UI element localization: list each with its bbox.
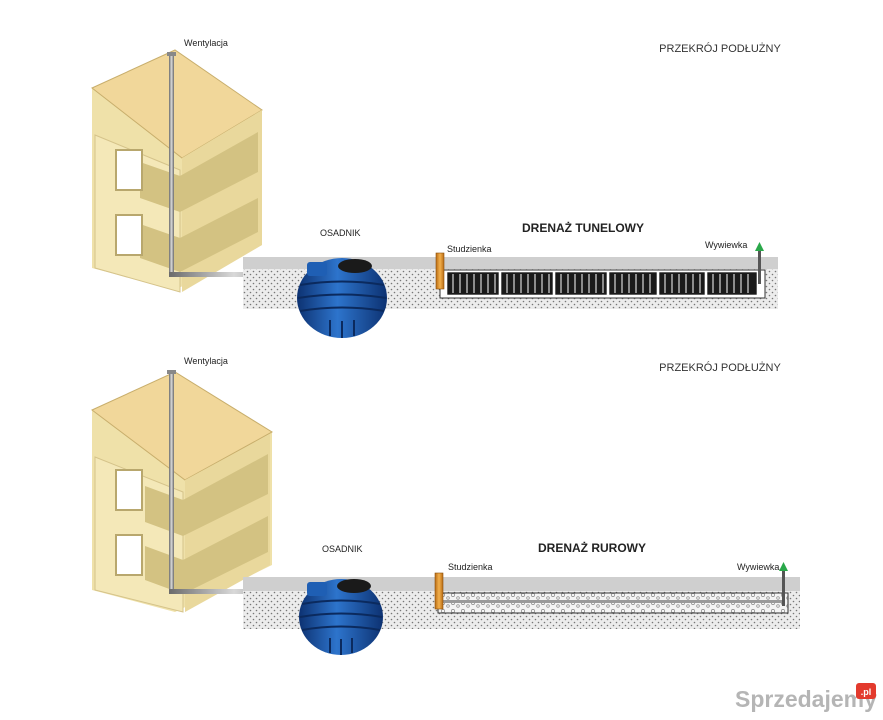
ventilation-pipe (169, 372, 174, 594)
tank-label: OSADNIK (322, 544, 363, 554)
distribution-chamber (434, 572, 444, 610)
chamber-label: Studzienka (447, 244, 492, 254)
section-title: PRZEKRÓJ PODŁUŻNY (659, 361, 781, 374)
ground-cover (243, 577, 800, 591)
house-window-upper (115, 469, 143, 511)
septic-tank (297, 258, 387, 338)
tank-body (297, 258, 387, 338)
watermark-badge-text: .pl (861, 687, 872, 697)
panel-tunnel-drainage: PRZEKRÓJ PODŁUŻNY Wentylacja (91, 38, 781, 338)
tunnel-module (706, 271, 758, 296)
house (91, 49, 263, 293)
tank-inlet-dome (307, 582, 327, 596)
ventilation-pipe (169, 54, 174, 276)
drainage-pipe (443, 600, 783, 603)
tunnel-module (446, 271, 500, 296)
vent-end-pipe (782, 570, 785, 606)
house-window-upper (115, 149, 143, 191)
vent-end-label: Wywiewka (737, 562, 779, 572)
house-lower-floor (145, 516, 268, 594)
tank-lid (338, 259, 372, 273)
drainage-title: DRENAŻ TUNELOWY (522, 220, 644, 235)
ventilation-label: Wentylacja (184, 38, 228, 48)
tank-body (299, 579, 383, 655)
section-title: PRZEKRÓJ PODŁUŻNY (659, 42, 781, 55)
house (91, 371, 273, 613)
watermark-badge (856, 683, 876, 699)
tunnel-module (608, 271, 658, 296)
ventilation-cap (167, 370, 176, 374)
drainage-title: DRENAŻ RUROWY (538, 540, 646, 555)
tank-lid (337, 579, 371, 593)
watermark-text: Sprzedajemy (735, 686, 877, 712)
inlet-pipe (169, 272, 299, 277)
vent-end-arrow-icon (779, 562, 788, 571)
distribution-chamber (435, 252, 445, 290)
house-roof (91, 371, 273, 481)
tank-label: OSADNIK (320, 228, 361, 238)
vent-end-arrow-icon (755, 242, 764, 251)
house-window-lower (115, 534, 143, 576)
ventilation-label: Wentylacja (184, 356, 228, 366)
ground-cover (243, 257, 778, 269)
chamber-label: Studzienka (448, 562, 493, 572)
watermark: Sprzedajemy .pl (735, 683, 877, 712)
tunnel-module (658, 271, 706, 296)
tunnel-module (500, 271, 554, 296)
septic-tank (299, 579, 383, 655)
tank-inlet-dome (307, 262, 327, 276)
house-upper-floor (145, 454, 268, 536)
vent-end-label: Wywiewka (705, 240, 747, 250)
inlet-pipe (169, 589, 299, 594)
vent-end-pipe (758, 250, 761, 284)
drainage-tunnels (446, 271, 758, 296)
house-window-lower (115, 214, 143, 256)
tunnel-module (554, 271, 608, 296)
panel-pipe-drainage: PRZEKRÓJ PODŁUŻNY Wentylacja (91, 356, 800, 655)
ventilation-cap (167, 52, 176, 56)
